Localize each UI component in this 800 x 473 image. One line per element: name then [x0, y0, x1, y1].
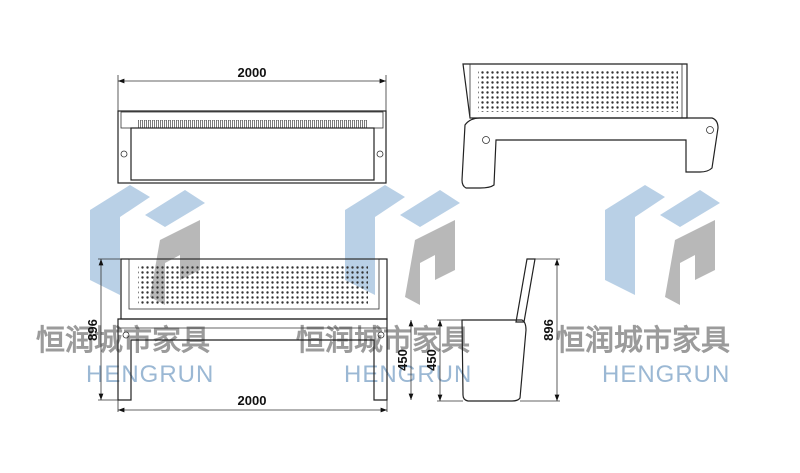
side-height-dimension: 896	[541, 319, 556, 341]
watermark-en-2: HENGRUN	[344, 361, 472, 388]
top-width-dimension: 2000	[238, 65, 267, 80]
watermark-cn-3: 恒润城市家具	[556, 323, 730, 357]
perspective-view	[461, 63, 719, 189]
front-seat-height-dimension: 450	[395, 349, 410, 371]
front-height-dimension: 896	[85, 319, 100, 341]
front-width-dimension: 2000	[238, 393, 267, 408]
watermark-en-3: HENGRUN	[602, 361, 730, 388]
side-view: 450 896	[424, 258, 560, 402]
watermark-logo-3	[605, 185, 720, 305]
side-seat-height-dimension: 450	[424, 349, 439, 371]
front-view: 896 2000 450	[85, 258, 414, 413]
watermark-en-1: HENGRUN	[86, 361, 214, 388]
top-view: 2000	[117, 65, 387, 184]
